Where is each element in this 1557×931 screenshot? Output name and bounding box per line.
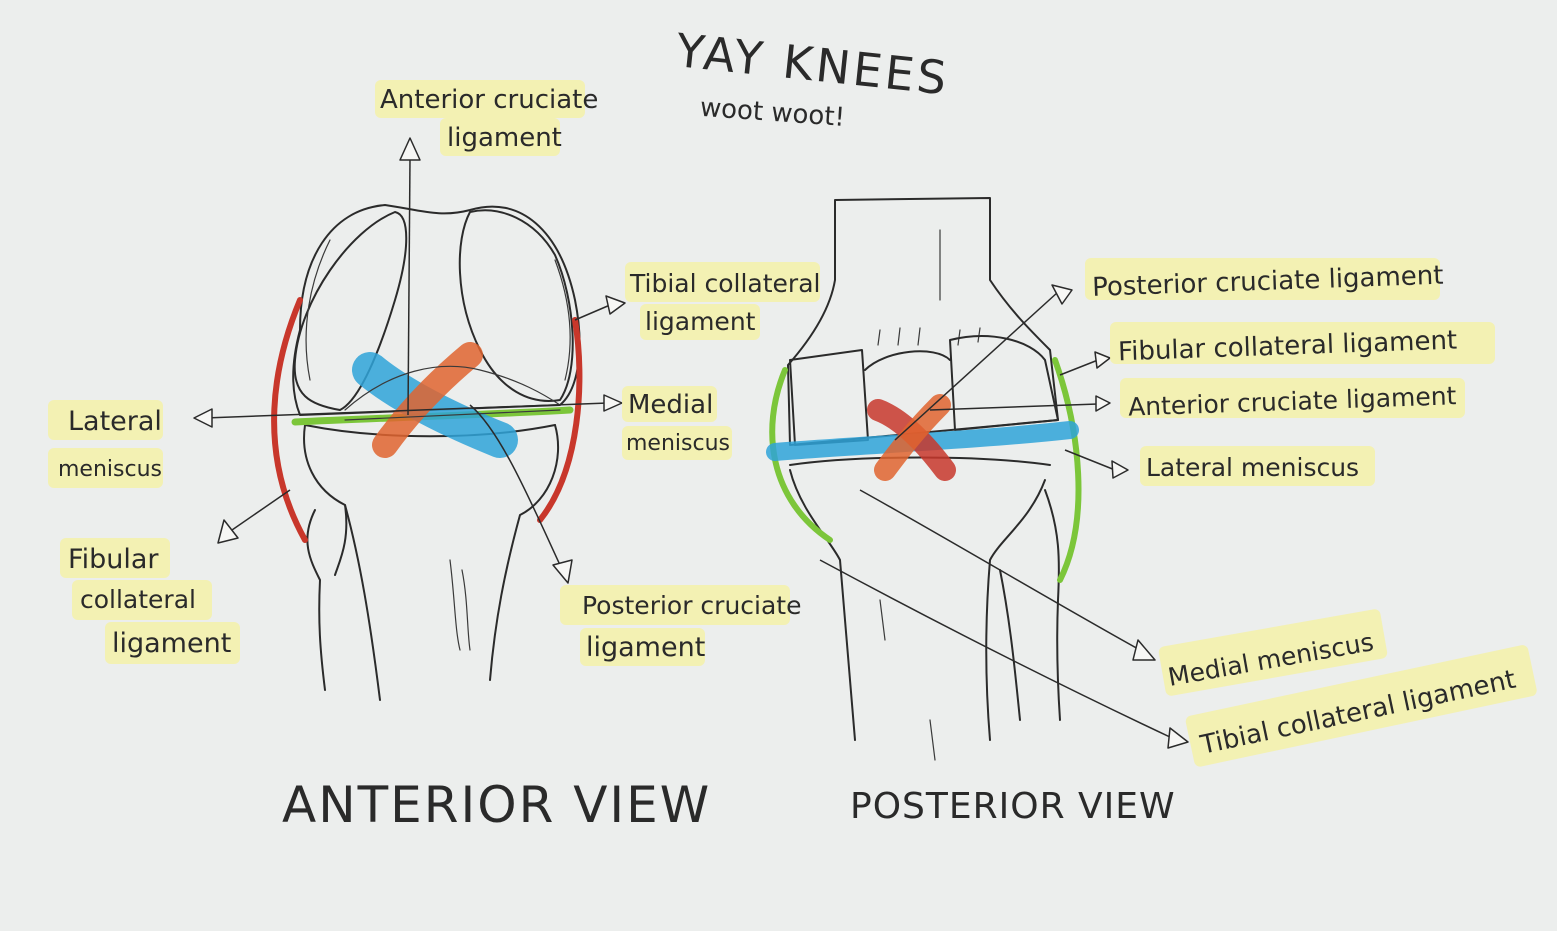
label-anterior-fcl-line3: ligament bbox=[112, 628, 231, 659]
posterior-leaders bbox=[819, 284, 1189, 749]
anterior-pcl-orange bbox=[372, 342, 483, 458]
posterior-condyle-right bbox=[949, 335, 1059, 431]
label-anterior-tcl-line1: Tibial collateral bbox=[629, 269, 820, 298]
posterior-fcl-green bbox=[769, 367, 833, 543]
anterior-lateral-condyle bbox=[293, 211, 408, 411]
medial-meniscus-arrow-icon bbox=[603, 394, 623, 412]
anterior-medial-condyle bbox=[458, 209, 574, 402]
anterior-knee-drawing bbox=[271, 204, 583, 701]
label-anterior-fcl-line2: collateral bbox=[80, 585, 196, 614]
diagram-subtitle: woot woot! bbox=[699, 93, 846, 133]
label-anterior-fcl-line1: Fibular bbox=[68, 544, 159, 575]
posterior-view-caption: POSTERIOR VIEW bbox=[850, 786, 1176, 827]
label-posterior-lateral-meniscus: Lateral meniscus bbox=[1146, 453, 1359, 482]
anterior-fcl-red bbox=[271, 297, 308, 543]
fcl-arrow-icon bbox=[217, 519, 239, 544]
label-anterior-pcl-line1: Posterior cruciate bbox=[582, 591, 802, 620]
label-anterior-acl-line2: ligament bbox=[447, 123, 562, 153]
posterior-acl-orange bbox=[874, 394, 951, 481]
label-anterior-medial-meniscus-line2: meniscus bbox=[626, 431, 730, 456]
posterior-tcl-arrow-icon bbox=[1167, 727, 1189, 749]
label-anterior-tcl-line2: ligament bbox=[645, 307, 756, 336]
label-anterior-acl-line1: Anterior cruciate bbox=[380, 85, 598, 115]
posterior-lateral-meniscus-arrow-icon bbox=[1111, 460, 1129, 479]
anterior-view-caption: ANTERIOR VIEW bbox=[282, 776, 711, 834]
acl-arrow-icon bbox=[399, 137, 421, 161]
anterior-fibula bbox=[306, 504, 348, 691]
posterior-acl-arrow-icon bbox=[1095, 395, 1111, 412]
posterior-labels: Posterior cruciate ligament Fibular coll… bbox=[1085, 258, 1537, 767]
posterior-fcl-arrow-icon bbox=[1094, 351, 1111, 369]
posterior-medial-meniscus-arrow-icon bbox=[1132, 639, 1156, 661]
anterior-tibia bbox=[303, 424, 560, 701]
label-anterior-lateral-meniscus-line2: meniscus bbox=[58, 457, 162, 482]
label-anterior-pcl-line2: ligament bbox=[586, 632, 705, 663]
posterior-knee-drawing bbox=[766, 197, 1082, 761]
tcl-arrow-icon bbox=[605, 295, 626, 315]
posterior-tcl-green bbox=[1052, 357, 1082, 583]
posterior-tibia bbox=[789, 469, 1046, 741]
label-anterior-lateral-meniscus-line1: Lateral bbox=[68, 406, 162, 437]
anterior-tcl-red bbox=[537, 317, 583, 523]
pcl-arrow-icon bbox=[552, 559, 573, 584]
label-anterior-medial-meniscus-line1: Medial bbox=[628, 390, 713, 420]
anterior-labels: Anterior cruciate ligament Tibial collat… bbox=[48, 80, 820, 666]
posterior-pcl-arrow-icon bbox=[1051, 284, 1073, 305]
lateral-meniscus-arrow-icon bbox=[193, 408, 213, 428]
posterior-condyle-left bbox=[789, 349, 869, 446]
anterior-leaders bbox=[193, 137, 626, 584]
posterior-fibula bbox=[999, 489, 1061, 721]
